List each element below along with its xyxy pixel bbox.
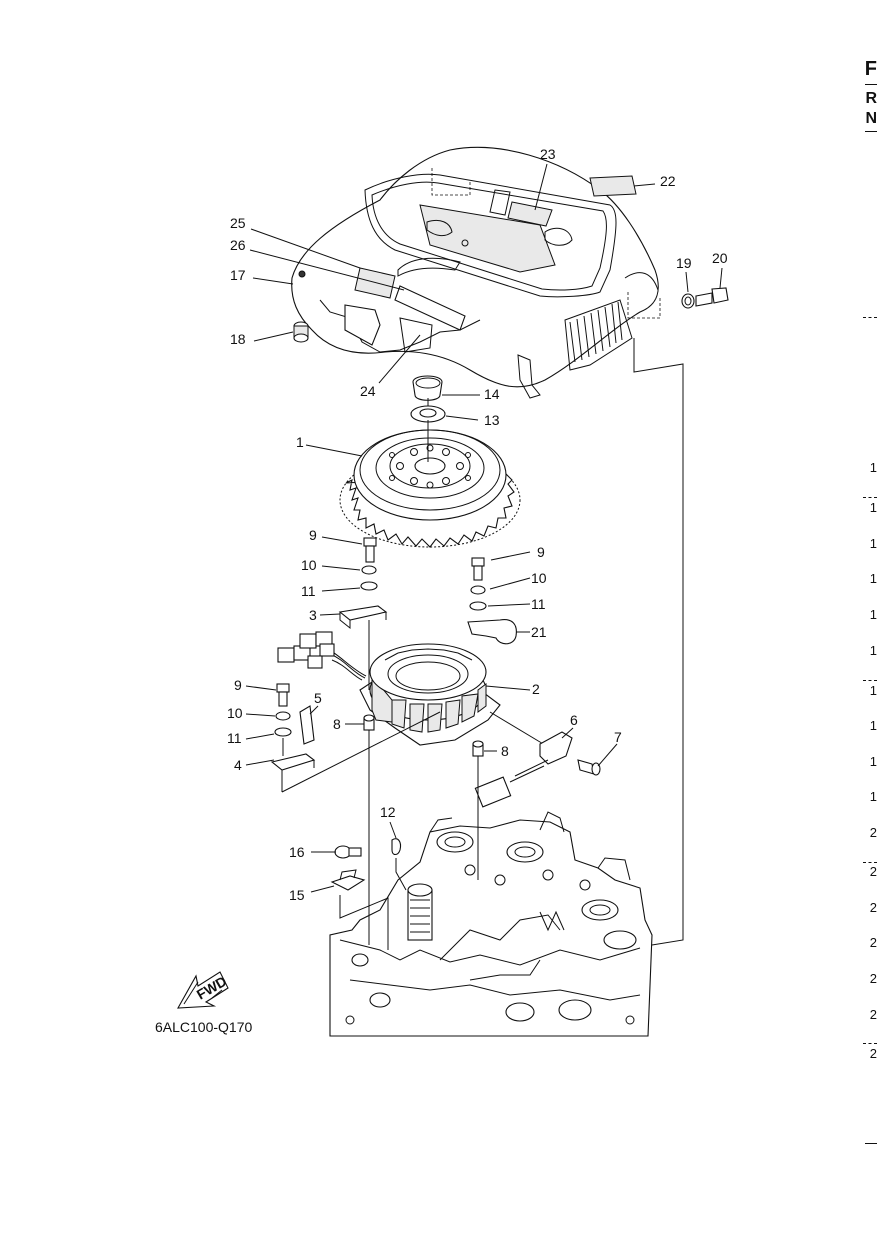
edge-dash [863,1043,877,1044]
callout-21: 21 [531,624,547,640]
screw-7 [577,759,601,776]
edge-number: 1 [869,643,877,658]
edge-number: 1 [869,718,877,733]
callout-17: 17 [230,267,246,283]
callout-26: 26 [230,237,246,253]
flywheel-magneto [339,429,521,548]
callout-16: 16 [289,844,305,860]
edge-letter-r: R [865,90,877,107]
clamp-15 [330,869,366,891]
washer-10-b [470,585,486,595]
edge-number: 1 [869,683,877,698]
bolt-9-b [471,557,485,581]
edge-number: 1 [869,571,877,586]
edge-number: 1 [869,789,877,804]
edge-rule [865,84,877,85]
edge-rule [865,1143,877,1144]
edge-number: 2 [869,1046,877,1061]
callout-8-b: 8 [501,743,509,759]
edge-dash [863,862,877,863]
callout-10-b: 10 [531,570,547,586]
callout-23: 23 [540,146,556,162]
callout-2: 2 [532,681,540,697]
bolt-9-a [363,537,377,563]
callout-10-a: 10 [301,557,317,573]
grommet-18 [293,321,309,343]
washer-11-b [469,601,487,611]
woodruff-key-12 [391,838,402,856]
edge-number: 1 [869,536,877,551]
edge-letter-n: N [865,110,877,127]
edge-dash [863,317,877,318]
callout-7: 7 [614,729,622,745]
callout-11-c: 11 [227,730,242,746]
bracket-3 [338,605,388,630]
edge-number: 1 [869,500,877,515]
callout-24: 24 [360,383,376,399]
callout-11-b: 11 [531,596,546,612]
right-edge-column: F R N 1 1 1 1 1 1 1 1 1 1 2 2 2 2 2 2 2 [861,0,877,1241]
callout-3: 3 [309,607,317,623]
callout-9-b: 9 [537,544,545,560]
washer-10-a [361,565,377,575]
callout-11-a: 11 [301,583,316,599]
washer-11-a [360,581,378,591]
edge-number: 2 [869,1007,877,1022]
edge-letter-f: F [864,58,877,80]
callout-19: 19 [676,255,692,271]
callout-12: 12 [380,804,396,820]
callout-labels: 1 2 3 4 5 6 7 8 8 9 9 9 10 10 10 11 11 1… [227,146,728,903]
clamp-21 [467,619,517,645]
washer-10-c [275,711,291,721]
callout-20: 20 [712,250,728,266]
bracket-4 [270,753,316,792]
callout-25: 25 [230,215,246,231]
edge-number: 2 [869,971,877,986]
callout-22: 22 [660,173,676,189]
fwd-arrow: FWD [177,971,229,1009]
edge-number: 2 [869,900,877,915]
edge-rule [865,131,877,132]
nut-14 [412,375,443,401]
stator-harness [277,631,367,681]
callout-10-c: 10 [227,705,243,721]
leader-lines [245,163,723,893]
callout-15: 15 [289,887,305,903]
diagram-code: 6ALC100-Q170 [155,1019,253,1035]
clamp-5 [299,705,315,745]
edge-dash [863,680,877,681]
edge-number: 1 [869,460,877,475]
callout-9-c: 9 [234,677,242,693]
callout-5: 5 [314,690,322,706]
edge-number: 2 [869,935,877,950]
dowel-8-b [472,740,484,757]
edge-number: 2 [869,825,877,840]
callout-9-a: 9 [309,527,317,543]
callout-6: 6 [570,712,578,728]
callout-18: 18 [230,331,246,347]
callout-1: 1 [296,434,304,450]
flywheel-cover [291,146,661,399]
edge-number: 1 [869,754,877,769]
bolt-20 [695,287,729,307]
edge-dash [863,497,877,498]
bolt-9-c [276,683,290,707]
callout-14: 14 [484,386,500,402]
bolt-16 [334,845,362,859]
stator [359,643,501,746]
dowel-8-a [363,714,375,731]
washer-13 [410,405,446,423]
edge-number: 1 [869,607,877,622]
engine-block [329,811,653,1037]
callout-4: 4 [234,757,242,773]
pulser-lead [474,711,573,808]
washer-11-c [274,727,292,737]
grommet-19 [681,293,695,309]
edge-number: 2 [869,864,877,879]
assembly-lines [281,338,684,950]
callout-13: 13 [484,412,500,428]
callout-8-a: 8 [333,716,341,732]
